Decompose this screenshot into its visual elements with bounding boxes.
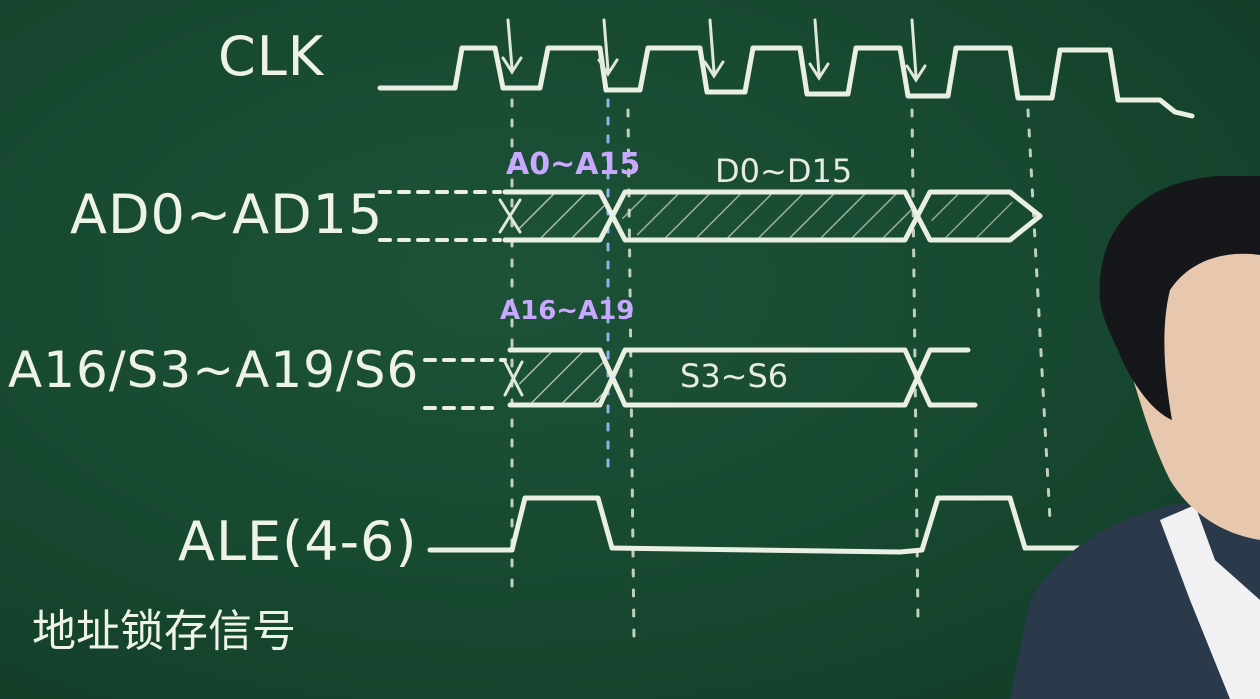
timing-guides <box>510 98 1052 642</box>
as-waveform <box>423 347 978 410</box>
ale-label: ALE(4-6) <box>178 510 418 573</box>
clk-label: CLK <box>218 25 325 88</box>
lecturer-hair <box>1099 176 1260 420</box>
lecturer-collar <box>1160 505 1260 699</box>
ad-address-note: A0~A15 <box>506 147 641 182</box>
as-address-note: A16~A19 <box>500 296 635 326</box>
clk-waveform <box>377 18 1195 119</box>
caption: 地址锁存信号 <box>32 606 296 657</box>
t5-guide <box>1026 108 1052 522</box>
ad-waveform <box>378 189 1043 243</box>
as-label: A16/S3~A19/S6 <box>8 341 420 399</box>
ad-data-note: D0~D15 <box>715 152 853 190</box>
as-status-note: S3~S6 <box>680 357 789 395</box>
t2-guide <box>626 108 636 642</box>
ad-label: AD0~AD15 <box>70 183 384 246</box>
ale-waveform <box>427 495 1108 555</box>
t4-guide <box>910 108 920 622</box>
